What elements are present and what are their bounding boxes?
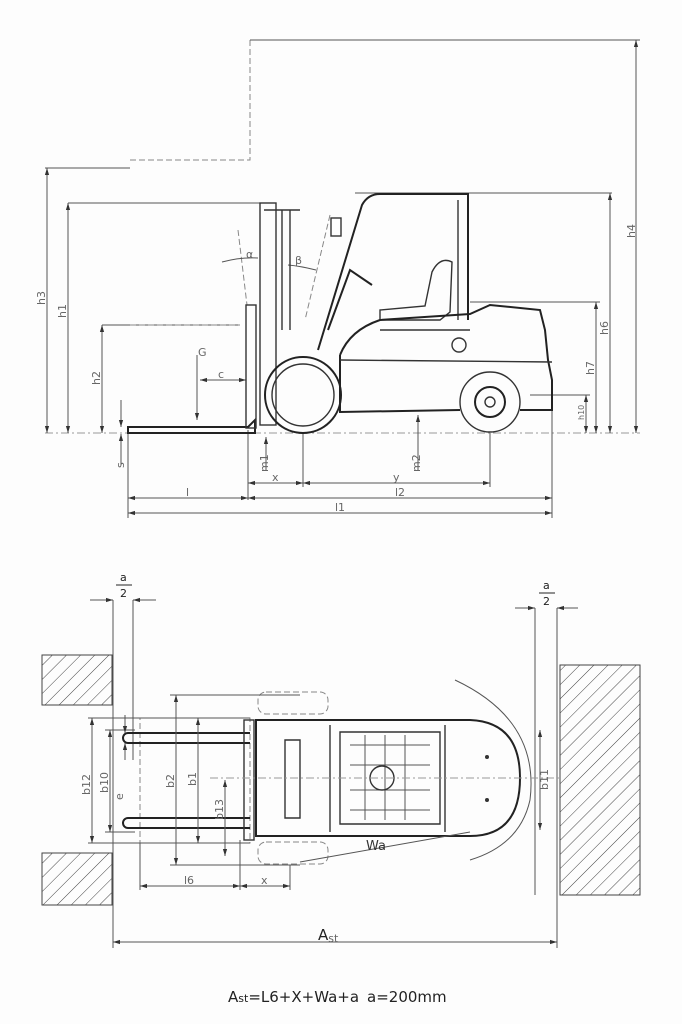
label-alpha: α (246, 248, 253, 261)
raised-mast-outline (130, 40, 251, 161)
label-a-right-numerator: a (543, 579, 550, 592)
label-c: c (218, 368, 224, 381)
label-h7: h7 (584, 361, 597, 375)
label-b10: b10 (98, 772, 111, 793)
label-beta: β (295, 254, 302, 267)
label-a-left-numerator: a (120, 571, 127, 584)
label-b2: b2 (164, 774, 177, 788)
front-wheel-top (257, 691, 329, 715)
forks (127, 417, 256, 434)
label-l: l (186, 486, 189, 499)
label-h1: h1 (56, 304, 69, 318)
label-e: e (113, 793, 126, 800)
label-b13: b13 (213, 799, 226, 820)
label-a-left-denominator: 2 (120, 587, 127, 600)
front-wheel-bottom (257, 841, 329, 865)
rear-wheel (459, 371, 521, 433)
overhead-guard (317, 193, 469, 351)
side-view-labels: h3 h1 h2 s G c α β m1 m2 x y l l2 l1 h4 … (35, 224, 638, 514)
label-h6: h6 (598, 321, 611, 335)
label-s: s (114, 462, 127, 468)
aisle-obstacle-bottom-left (41, 852, 113, 906)
label-l6: l6 (184, 874, 194, 887)
mirror (330, 217, 342, 237)
operator-seat (379, 259, 453, 321)
label-a-right-denominator: 2 (543, 595, 550, 608)
label-l1: l1 (335, 501, 345, 514)
steering-wheel (327, 268, 373, 331)
side-view (44, 39, 640, 518)
label-x-top: x (261, 874, 268, 887)
turning-radius-arc (454, 679, 532, 861)
label-b12: b12 (80, 774, 93, 795)
label-Ast: Ast (318, 926, 339, 945)
label-l2: l2 (395, 486, 405, 499)
aisle-obstacle-right (559, 664, 641, 896)
label-b11: b11 (538, 769, 551, 790)
truck-body (339, 303, 553, 414)
aisle-obstacle-top-left (41, 654, 113, 706)
label-h10: h10 (577, 405, 586, 420)
label-h4: h4 (625, 224, 638, 238)
label-m1: m1 (258, 454, 271, 472)
label-m2: m2 (410, 454, 423, 472)
label-h2: h2 (90, 371, 103, 385)
label-b1: b1 (186, 772, 199, 786)
label-y: y (393, 471, 400, 484)
label-G: G (198, 346, 207, 359)
fork-carriage-top (243, 719, 255, 841)
label-h3: h3 (35, 291, 48, 305)
label-Wa: Wa (366, 839, 386, 854)
fork-carriage (245, 304, 257, 429)
top-view: a 2 a 2 (41, 571, 641, 948)
label-x: x (272, 471, 279, 484)
mast (259, 202, 277, 426)
fork-left (122, 732, 250, 744)
fork-right (122, 817, 250, 829)
